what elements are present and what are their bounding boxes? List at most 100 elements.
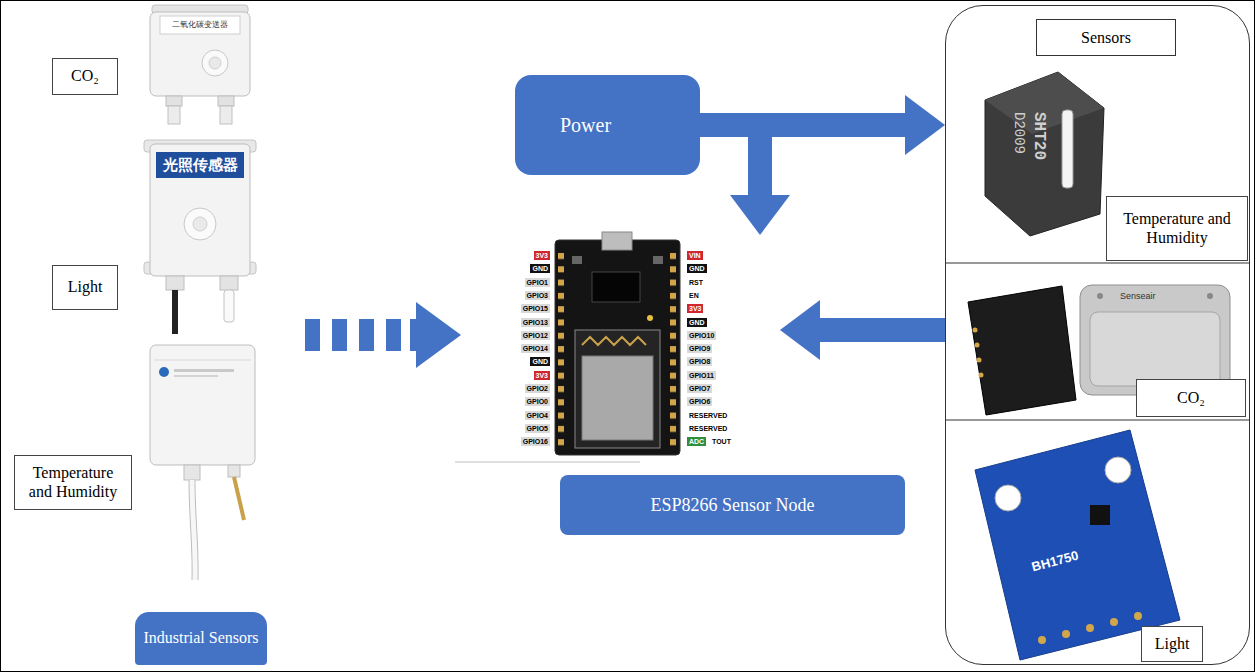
divider xyxy=(946,419,1249,420)
sensor-panel-dividers xyxy=(946,263,1249,420)
cable xyxy=(192,480,195,580)
hole xyxy=(1097,293,1103,299)
gland xyxy=(184,465,200,480)
node-text: CO₂ xyxy=(71,67,99,85)
sensor-label: Temperature and Humidity xyxy=(1106,196,1248,261)
light-window-core xyxy=(193,217,207,231)
dashed-arrow xyxy=(305,302,461,368)
pcb xyxy=(968,286,1076,415)
pad xyxy=(979,373,984,378)
part-label: 二氧化碳变送器 xyxy=(162,18,238,32)
board-node: 3V3GNDGPIO1GPIO3GPIO15GPIO13GPIO12GPIO14… xyxy=(455,235,780,460)
base-line xyxy=(455,462,640,463)
node-text: Power xyxy=(560,114,611,137)
chip-body xyxy=(985,72,1104,236)
cable xyxy=(172,290,178,334)
logo xyxy=(159,367,169,377)
pin-label: GND xyxy=(687,318,707,327)
dash xyxy=(332,319,347,351)
pin-label: GPIO11 xyxy=(687,371,716,380)
antenna-trace xyxy=(582,337,646,345)
co2-module xyxy=(968,285,1230,415)
pin-label: 3V3 xyxy=(534,251,550,260)
gland xyxy=(220,106,232,124)
pin-label: RESERVED xyxy=(687,411,729,420)
header-pin xyxy=(1038,636,1046,644)
print-mark xyxy=(174,369,234,372)
gland xyxy=(220,276,238,290)
pin-label: GPIO2 xyxy=(525,384,550,393)
pcb xyxy=(555,240,680,455)
pad xyxy=(975,343,980,348)
header-pin xyxy=(1086,624,1094,632)
part-label: SHT20 xyxy=(1030,112,1048,160)
part-label: BH1750 xyxy=(1030,548,1080,575)
pin-label: GPIO15 xyxy=(521,304,550,313)
node-text: ESP8266 Sensor Node xyxy=(650,495,814,516)
pin-label: 3V3 xyxy=(687,304,703,313)
title-box: ESP8266 Sensor Node xyxy=(560,475,905,535)
power-box: Power xyxy=(515,75,700,175)
chip-top xyxy=(985,72,1104,134)
pin-label: RST xyxy=(687,278,705,287)
pin-label: RESERVED xyxy=(687,424,729,433)
node-text: Light xyxy=(1155,635,1190,653)
pin-label: GPIO10 xyxy=(687,331,716,340)
sht20-chip xyxy=(985,72,1104,236)
chip xyxy=(592,272,640,302)
pin-label: GPIO1 xyxy=(525,278,550,287)
sensor-label: CO₂ xyxy=(52,58,118,95)
vent-core xyxy=(209,57,221,69)
pin-label: TOUT xyxy=(710,437,733,446)
pin-label: GND xyxy=(530,264,550,273)
temperature-humidity-transmitter xyxy=(150,345,255,580)
mount-hole xyxy=(1105,457,1131,483)
sensor-panel: SensorsTemperature and HumidityCO₂Light xyxy=(945,5,1250,665)
pin-label: GPIO5 xyxy=(525,424,550,433)
light-window xyxy=(184,208,216,240)
pin-label: GPIO13 xyxy=(521,318,550,327)
shield xyxy=(582,356,653,440)
nodemcu-board xyxy=(455,232,680,462)
pin-label: GND xyxy=(530,357,550,366)
pin-header xyxy=(669,250,677,450)
pin-label: GPIO3 xyxy=(525,291,550,300)
bh1750-module xyxy=(975,430,1180,660)
pin-label: ADC xyxy=(687,437,706,446)
sticker xyxy=(160,16,240,34)
housing xyxy=(150,345,255,465)
light-transmitter xyxy=(144,140,256,334)
pin-label: EN xyxy=(687,291,701,300)
housing xyxy=(150,12,250,96)
can-face xyxy=(1090,312,1220,386)
metal-can xyxy=(1080,285,1230,395)
gland xyxy=(218,96,234,106)
pin-label: GPIO12 xyxy=(521,331,550,340)
divider xyxy=(946,262,1249,263)
sensor-label: Temperature and Humidity xyxy=(14,455,132,510)
housing xyxy=(150,144,250,276)
dash xyxy=(386,319,401,351)
pin-label: VIN xyxy=(687,251,703,260)
button xyxy=(572,256,582,264)
pcb xyxy=(975,430,1180,660)
pad xyxy=(973,328,978,333)
pin-label: GPIO0 xyxy=(525,397,550,406)
pin-label: GPIO16 xyxy=(521,437,550,446)
pad xyxy=(977,358,982,363)
part-label: D2009 xyxy=(1011,112,1027,154)
dash xyxy=(359,319,374,351)
mount-hole xyxy=(995,485,1021,511)
node-text: Industrial Sensors xyxy=(143,629,258,647)
button xyxy=(653,256,663,264)
dash xyxy=(305,319,320,351)
gland xyxy=(166,276,184,290)
usb-port xyxy=(602,232,632,250)
pin-label: 3V3 xyxy=(534,371,550,380)
chip xyxy=(1090,505,1110,525)
panel-heading: Sensors xyxy=(1036,19,1176,56)
